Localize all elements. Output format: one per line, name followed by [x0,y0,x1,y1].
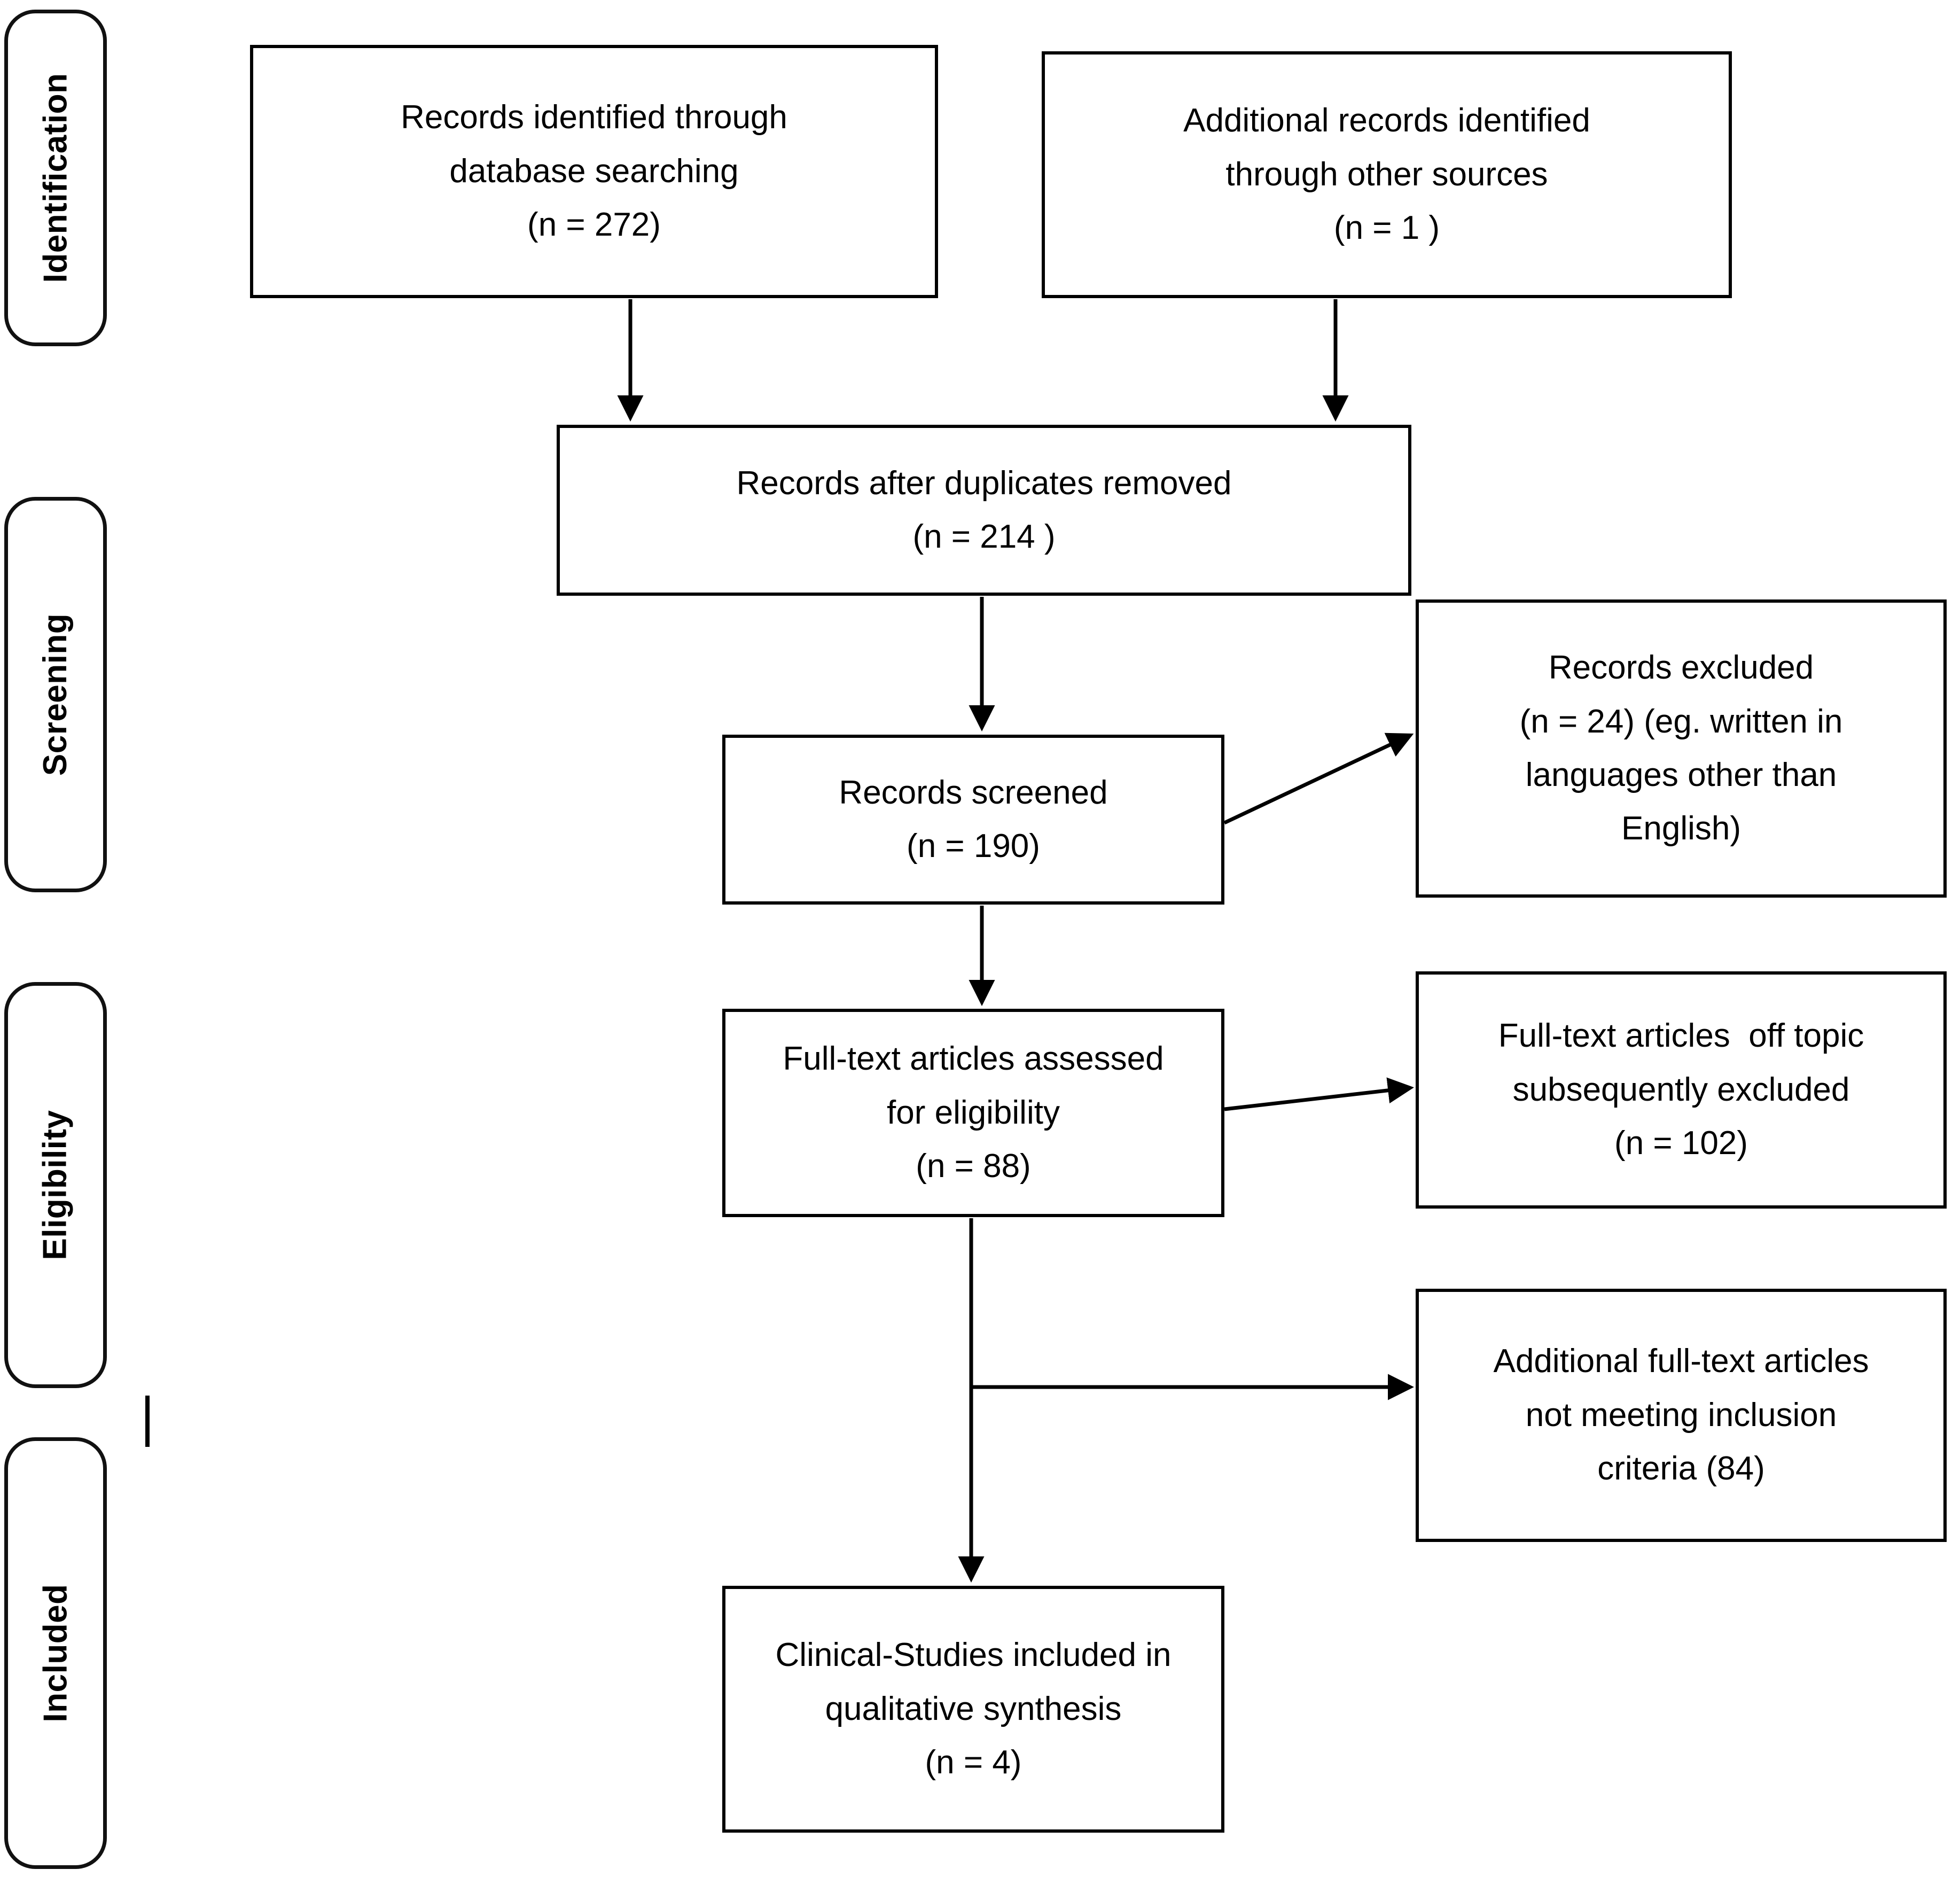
arrow-fulltext-to-offtopic [1224,1077,1414,1111]
box-line: languages other than [1525,757,1837,793]
box-line: Full-text articles assessed [783,1040,1164,1078]
box-line: Clinical-Studies included in [775,1637,1172,1674]
box-records-excluded: Records excluded (n = 24) (eg. written i… [1416,599,1947,898]
box-records-after-duplicates-removed: Records after duplicates removed (n = 21… [557,425,1411,596]
box-line: Full-text articles off topic [1498,1017,1864,1055]
box-additional-fulltext-not-meeting-criteria: Additional full-text articles not meetin… [1416,1289,1947,1542]
box-records-screened: Records screened (n = 190) [722,735,1224,905]
phase-rail-eligibility: Eligibility [4,982,107,1388]
box-fulltext-offtopic-excluded: Full-text articles off topic subsequentl… [1416,971,1947,1209]
box-line: Additional full-text articles [1493,1343,1869,1380]
box-line: qualitative synthesis [825,1690,1122,1727]
phase-label-identification: Identification [37,73,74,283]
box-line: (n = 190) [907,828,1040,864]
box-line: English) [1621,810,1741,847]
box-line: for eligibility [887,1094,1060,1131]
phase-label-included: Included [37,1584,74,1723]
box-line: (n = 4) [925,1744,1022,1781]
phase-rail-screening: Screening [4,497,107,892]
box-records-identified-database: Records identified through database sear… [250,45,938,298]
stray-tick-mark [145,1396,150,1447]
box-line: Additional records identified [1183,102,1590,139]
box-line: (n = 1 ) [1333,209,1440,247]
box-line: Records screened [839,774,1108,811]
box-additional-records-other-sources: Additional records identified through ot… [1042,51,1732,298]
box-line: (n = 24) (eg. written in [1519,703,1843,740]
phase-rail-included: Included [4,1437,107,1869]
box-line: (n = 214 ) [912,518,1056,555]
box-line: Records identified through [401,99,787,136]
box-clinical-studies-included: Clinical-Studies included in qualitative… [722,1586,1224,1833]
box-line: (n = 88) [916,1148,1031,1185]
phase-label-screening: Screening [37,613,74,776]
box-line: (n = 272) [527,206,661,244]
phase-label-eligibility: Eligibility [37,1110,74,1260]
box-line: subsequently excluded [1512,1071,1850,1108]
box-line: not meeting inclusion [1525,1396,1837,1434]
box-line: through other sources [1225,155,1548,193]
phase-rail-identification: Identification [4,10,107,346]
arrow-screened-to-excluded [1223,733,1414,825]
box-line: criteria (84) [1597,1450,1765,1487]
box-line: Records after duplicates removed [736,464,1232,502]
box-line: (n = 102) [1614,1125,1748,1162]
box-line: Records excluded [1548,649,1814,687]
box-line: database searching [449,152,739,190]
box-fulltext-assessed-eligibility: Full-text articles assessed for eligibil… [722,1009,1224,1217]
